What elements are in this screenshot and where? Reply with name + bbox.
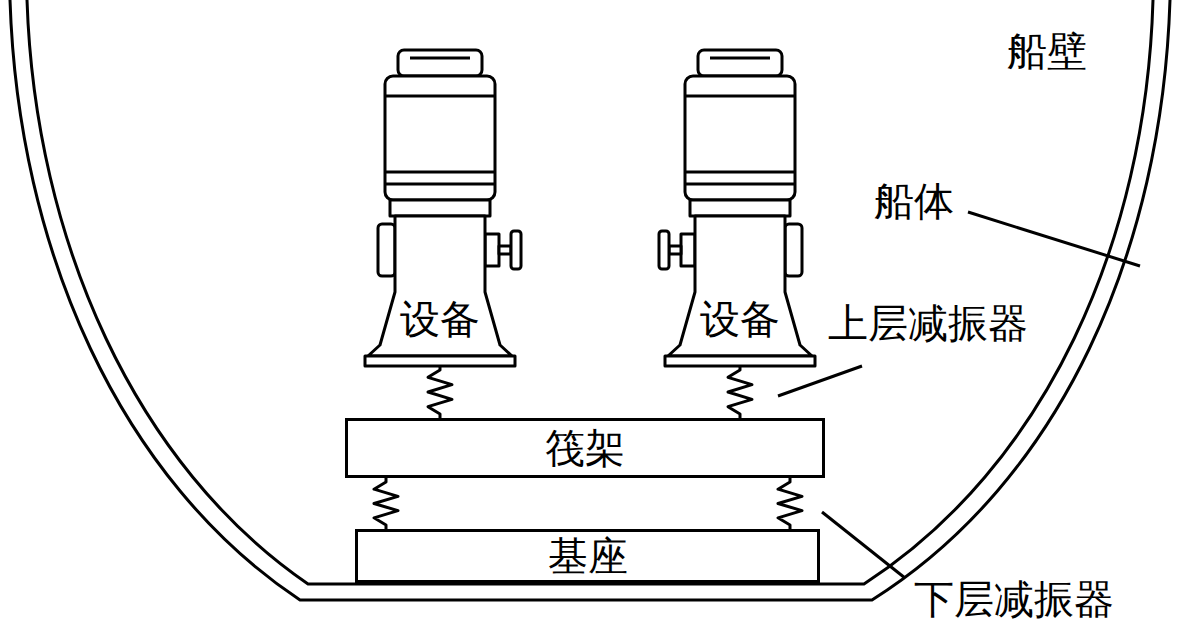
part-label: 船体 — [872, 178, 956, 224]
vibration-isolator — [778, 478, 802, 529]
base-seat: 基座 — [355, 529, 820, 583]
node-label: 设备 — [400, 296, 480, 342]
hull-outer — [10, 0, 1170, 600]
device-drawing — [365, 50, 521, 366]
part-label: 船壁 — [1005, 28, 1089, 74]
part-label: 下层减振器 — [912, 576, 1116, 622]
vibration-isolator — [728, 366, 752, 418]
leader-line — [968, 212, 1140, 266]
vibration-isolator — [374, 478, 398, 529]
part-label: 上层减振器 — [826, 300, 1030, 346]
equipment: 设备 — [365, 48, 515, 366]
device-drawing — [659, 50, 815, 366]
vibration-isolator — [428, 366, 452, 418]
leader-line — [822, 512, 905, 578]
node-label: 筏架 — [545, 425, 625, 471]
node-label: 设备 — [700, 296, 780, 342]
hull-inner — [27, 0, 1153, 584]
leader-line — [778, 366, 862, 396]
raft-frame: 筏架 — [345, 418, 825, 478]
equipment: 设备 — [665, 48, 815, 366]
node-label: 基座 — [548, 533, 628, 579]
